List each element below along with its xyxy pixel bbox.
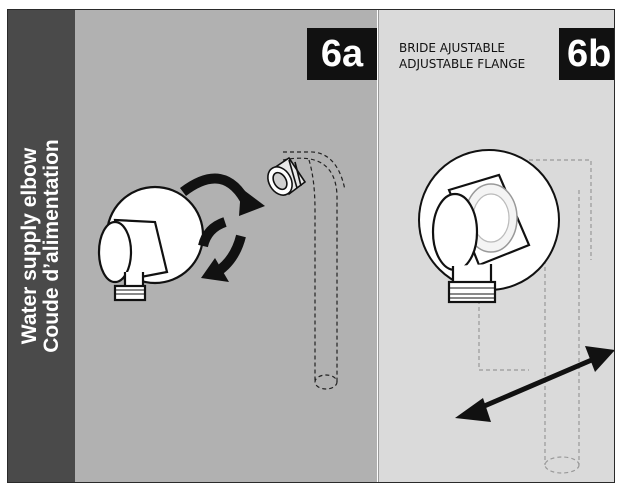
step-6b-illustration (418, 149, 614, 474)
side-title: Water supply elbow Coude d’alimentation (18, 36, 63, 456)
rotation-arrowheads (201, 188, 265, 282)
instruction-sheet: Water supply elbow Coude d’alimentation (7, 9, 615, 483)
step-6a-panel: 6a (75, 10, 377, 482)
step-6a-illustration (97, 151, 346, 390)
callout-french: BRIDE AJUSTABLE (399, 41, 506, 55)
elbow-fitting (97, 185, 205, 302)
step-badge-6a: 6a (307, 28, 377, 80)
side-title-english: Water supply elbow (18, 147, 41, 345)
double-arrow-icon (455, 346, 614, 422)
flange-callout: BRIDE AJUSTABLE ADJUSTABLE FLANGE (399, 40, 525, 72)
step-badge-6b: 6b (559, 28, 614, 80)
step-6b-panel: BRIDE AJUSTABLE ADJUSTABLE FLANGE 6b (378, 10, 614, 482)
elbow-fitting (431, 173, 531, 304)
threaded-nipple (267, 156, 307, 196)
side-title-band: Water supply elbow Coude d’alimentation (8, 10, 75, 482)
side-title-french: Coude d’alimentation (40, 139, 63, 353)
hidden-pipe (282, 151, 346, 390)
callout-english: ADJUSTABLE FLANGE (399, 57, 526, 71)
